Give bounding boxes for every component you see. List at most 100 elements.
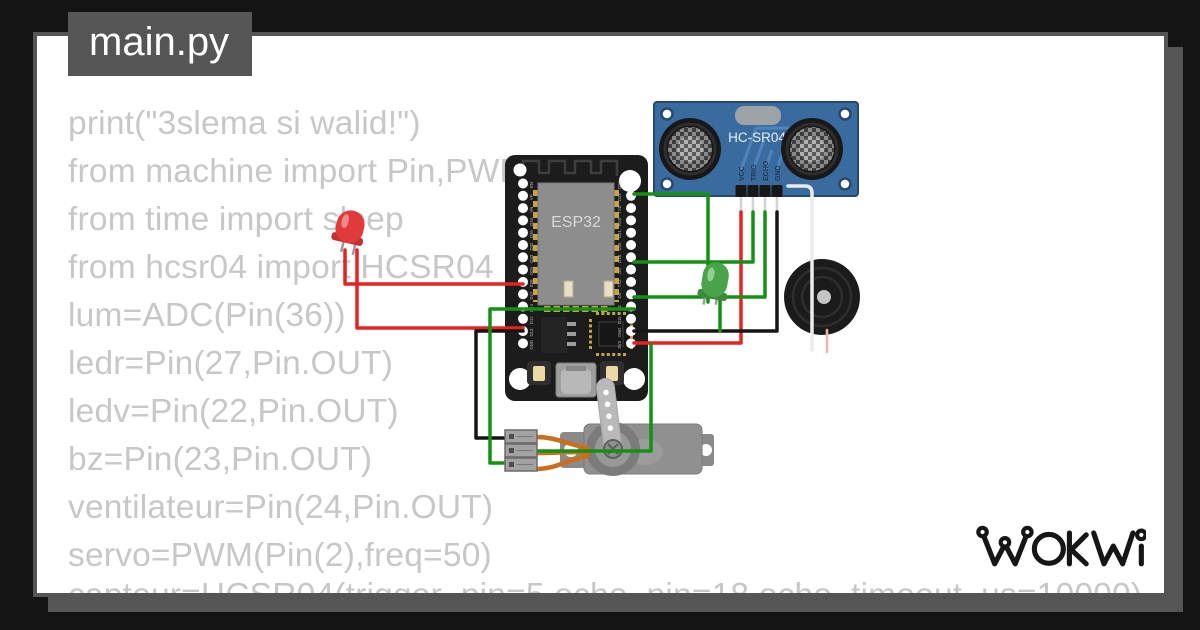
header-pin[interactable] bbox=[735, 185, 747, 197]
pin-hole[interactable] bbox=[626, 203, 636, 214]
servo-arm[interactable] bbox=[595, 377, 623, 457]
pin-label: D25 bbox=[529, 267, 534, 275]
pin-hole[interactable] bbox=[518, 252, 528, 263]
pin-label: D34 bbox=[529, 217, 534, 225]
pin-hole[interactable] bbox=[518, 178, 528, 189]
voltage-regulator bbox=[541, 317, 567, 353]
hcsr04-pin-label: TRIG bbox=[751, 164, 758, 181]
pin-hole[interactable] bbox=[626, 276, 636, 287]
esp32-antenna bbox=[521, 159, 619, 176]
wire-redled-d27[interactable] bbox=[343, 248, 525, 286]
pin-label: GND bbox=[529, 340, 534, 350]
pin-hole[interactable] bbox=[518, 313, 528, 324]
code-line: ledr=Pin(27,Pin.OUT) bbox=[68, 345, 394, 382]
buzzer-center bbox=[817, 290, 831, 304]
code-line: capteur=HCSR04(trigger_pin=5,echo_pin=18… bbox=[68, 577, 1143, 597]
header-pin[interactable] bbox=[747, 185, 759, 197]
arm-hole bbox=[607, 425, 614, 431]
code-line: from hcsr04 import HCSR04 bbox=[68, 249, 494, 286]
button-cap bbox=[606, 366, 618, 381]
crystal-oscillator bbox=[735, 106, 781, 125]
header-pin[interactable] bbox=[771, 185, 783, 197]
pin-hole[interactable] bbox=[626, 227, 636, 238]
pin-hole[interactable] bbox=[518, 215, 528, 226]
code-line: from machine import Pin,PWM bbox=[68, 153, 528, 190]
chip-marking bbox=[598, 321, 624, 347]
wire-vcc-3v3[interactable] bbox=[632, 210, 743, 345]
wire-d2-servo-signal[interactable] bbox=[488, 307, 636, 465]
pin-hole[interactable] bbox=[626, 252, 636, 263]
pin-hole[interactable] bbox=[518, 240, 528, 250]
regulator-leg bbox=[567, 322, 576, 326]
pin-label: D35 bbox=[529, 230, 534, 238]
servo-cable bbox=[533, 434, 591, 451]
code-line: ledv=Pin(22,Pin.OUT) bbox=[68, 393, 399, 430]
pin-label: D18 bbox=[617, 254, 622, 262]
wire-buzzer[interactable] bbox=[786, 184, 814, 352]
pin-label: D4 bbox=[617, 292, 622, 298]
pin-label: D32 bbox=[529, 242, 534, 250]
pin-hole[interactable] bbox=[626, 215, 636, 226]
code-line: ventilateur=Pin(24,Pin.OUT) bbox=[68, 489, 494, 526]
pin-label: TX0 bbox=[617, 205, 622, 213]
tab-main-py[interactable]: main.py bbox=[68, 12, 253, 76]
regulator-leg bbox=[567, 332, 576, 336]
capacitor bbox=[603, 280, 614, 298]
pin-label: D23 bbox=[617, 180, 622, 188]
pin-label: D5 bbox=[617, 268, 622, 274]
project-canvas: print("3slema si walid!")from machine im… bbox=[33, 32, 1168, 597]
wire-echo-d4[interactable] bbox=[632, 210, 767, 299]
connector-contact bbox=[509, 462, 514, 467]
esp32-board[interactable]: ESP32 ENVPVND34D35D32D33D25D26D27D14D12D… bbox=[505, 155, 648, 401]
hcsr04-label: HC-SR04 bbox=[728, 130, 786, 145]
mount-hole bbox=[509, 368, 531, 390]
pin-hole[interactable] bbox=[518, 338, 528, 349]
wire-gnd-hcsr04[interactable] bbox=[632, 210, 779, 333]
pcb-traces bbox=[739, 126, 792, 171]
pin-label: GND bbox=[617, 328, 622, 338]
buzzer-ring bbox=[800, 275, 844, 319]
pin-hole[interactable] bbox=[518, 289, 528, 300]
pin-hole[interactable] bbox=[518, 203, 528, 214]
pin-label: VN bbox=[529, 207, 534, 213]
code-preview: print("3slema si walid!")from machine im… bbox=[68, 100, 1143, 597]
pin-label: VP bbox=[529, 194, 534, 200]
arm-hole bbox=[603, 389, 609, 396]
code-line: servo=PWM(Pin(2),freq=50) bbox=[68, 537, 492, 574]
pin-hole[interactable] bbox=[518, 264, 528, 275]
pin-label: D33 bbox=[529, 254, 534, 262]
pin-hole[interactable] bbox=[626, 240, 636, 250]
pin-hole[interactable] bbox=[518, 190, 528, 201]
pin-hole[interactable] bbox=[518, 227, 528, 238]
red-led[interactable] bbox=[328, 207, 369, 256]
connector-contact bbox=[509, 434, 514, 439]
button-cap bbox=[533, 366, 545, 381]
mount-hole bbox=[838, 177, 852, 191]
pin-hole[interactable] bbox=[626, 313, 636, 324]
header-pin[interactable] bbox=[759, 185, 771, 197]
pin-label: D12 bbox=[529, 316, 534, 324]
mount-hole bbox=[513, 163, 527, 177]
pin-hole[interactable] bbox=[626, 326, 636, 337]
led-body bbox=[701, 262, 729, 298]
wire-trig-d5[interactable] bbox=[632, 210, 755, 264]
wire-servo-crossover[interactable] bbox=[534, 343, 653, 453]
hcsr04-pin-label: GND bbox=[775, 165, 782, 181]
pin-hole[interactable] bbox=[626, 264, 636, 275]
servo-connector[interactable] bbox=[504, 429, 538, 472]
green-led[interactable] bbox=[696, 260, 733, 309]
wire-redled-gnd[interactable] bbox=[355, 248, 525, 330]
hcsr04-pin-label: VCC bbox=[739, 166, 746, 181]
hcsr04-sensor[interactable]: HC-SR04 VCC TRIG ECHO GND bbox=[653, 101, 859, 216]
wokwi-logo-glyphs bbox=[976, 525, 1146, 567]
hcsr04-pin-label: ECHO bbox=[763, 160, 770, 181]
pin-hole[interactable] bbox=[626, 338, 636, 349]
buzzer[interactable] bbox=[784, 184, 860, 354]
pin-hole[interactable] bbox=[626, 178, 636, 189]
transducer-left bbox=[659, 118, 721, 180]
mount-hole bbox=[660, 177, 674, 191]
servo-motor[interactable] bbox=[533, 377, 714, 476]
led-highlight bbox=[707, 267, 715, 282]
